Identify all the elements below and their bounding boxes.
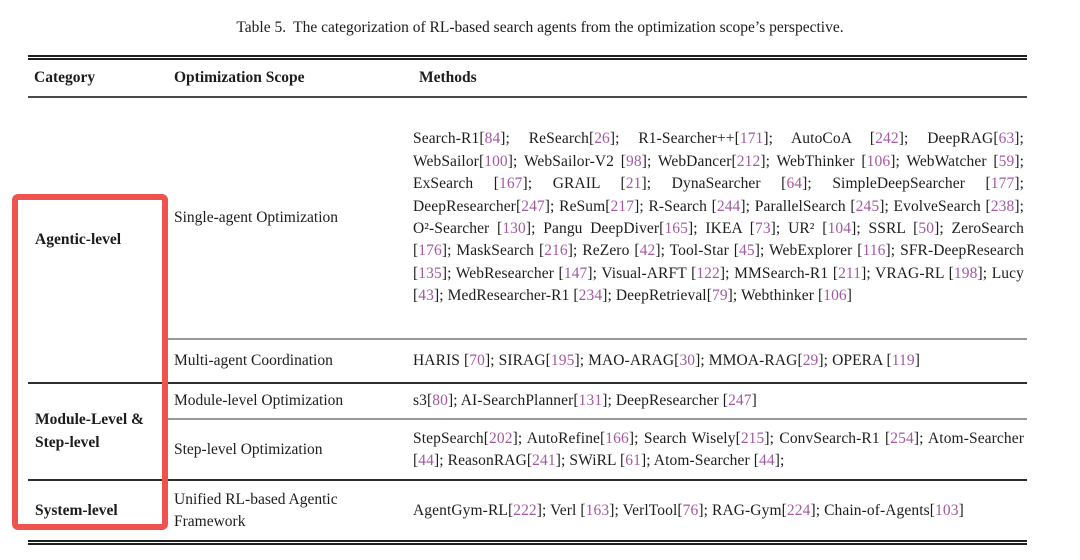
- category-cell-agentic-level: Agentic-level: [35, 230, 122, 248]
- citation-ref[interactable]: 104: [827, 220, 852, 237]
- citation-ref[interactable]: 195: [550, 351, 575, 369]
- citation-ref[interactable]: 29: [802, 351, 819, 369]
- categorization-table-wrapper: Category Optimization Scope Methods Agen…: [28, 55, 1027, 546]
- citation-ref[interactable]: 254: [890, 429, 914, 447]
- citation-ref[interactable]: 211: [838, 264, 862, 282]
- citation-ref[interactable]: 247: [728, 392, 752, 409]
- citation-ref[interactable]: 242: [875, 130, 899, 148]
- citation-ref[interactable]: 106: [823, 287, 847, 305]
- citation-ref[interactable]: 238: [990, 197, 1015, 215]
- citation-ref[interactable]: 103: [935, 501, 959, 519]
- citation-ref[interactable]: 135: [418, 264, 442, 282]
- citation-ref[interactable]: 166: [605, 429, 629, 447]
- citation-ref[interactable]: 147: [563, 264, 588, 282]
- citation-ref[interactable]: 59: [998, 152, 1015, 170]
- citation-ref[interactable]: 100: [484, 152, 508, 170]
- header-methods: Methods: [413, 60, 1027, 98]
- citation-ref[interactable]: 167: [498, 175, 523, 193]
- citation-ref[interactable]: 224: [786, 501, 811, 519]
- citation-ref[interactable]: 119: [891, 351, 915, 369]
- citation-ref[interactable]: 244: [716, 197, 741, 215]
- scope-cell-multi-agent: Multi-agent Coordination: [168, 338, 413, 383]
- citation-ref[interactable]: 44: [418, 451, 434, 469]
- header-category: Category: [28, 60, 168, 98]
- scope-cell-step-level: Step-level Optimization: [168, 418, 413, 481]
- citation-ref[interactable]: 30: [679, 351, 696, 369]
- table-caption: Table 5. The categorization of RL-based s…: [0, 19, 1080, 37]
- table-caption-label: Table 5.: [236, 19, 287, 36]
- citation-ref[interactable]: 64: [786, 175, 803, 193]
- citation-ref[interactable]: 215: [740, 429, 765, 447]
- table-row-module-level: Module-Level & Step-level Module-level O…: [28, 381, 1027, 481]
- table-row-single-agent: Agentic-level Single-agent Optimization …: [28, 97, 1027, 339]
- citation-ref[interactable]: 44: [759, 451, 775, 469]
- citation-ref[interactable]: 45: [739, 242, 755, 260]
- citation-ref[interactable]: 70: [469, 351, 485, 369]
- citation-ref[interactable]: 26: [594, 130, 610, 148]
- citation-ref[interactable]: 177: [990, 175, 1015, 193]
- citation-ref[interactable]: 247: [521, 197, 545, 215]
- table-row-step-level: Step-level Optimization StepSearch[202];…: [28, 418, 1027, 481]
- table-caption-text: The categorization of RL-based search ag…: [293, 19, 844, 36]
- citation-ref[interactable]: 217: [610, 197, 635, 215]
- citation-ref[interactable]: 63: [998, 130, 1015, 148]
- citation-ref[interactable]: 61: [625, 451, 641, 469]
- header-optimization-scope: Optimization Scope: [168, 60, 413, 98]
- citation-ref[interactable]: 176: [418, 242, 442, 260]
- scope-cell-module-level: Module-level Optimization: [168, 381, 413, 420]
- header-row: Category Optimization Scope Methods: [28, 60, 1027, 98]
- category-cell-system-level: System-level: [28, 479, 168, 541]
- citation-ref[interactable]: 163: [585, 501, 610, 519]
- citation-ref[interactable]: 116: [862, 242, 886, 260]
- citation-ref[interactable]: 222: [513, 501, 537, 519]
- citation-ref[interactable]: 122: [696, 264, 720, 282]
- citation-ref[interactable]: 98: [626, 152, 642, 170]
- citation-ref[interactable]: 73: [754, 220, 771, 237]
- citation-ref[interactable]: 202: [489, 429, 513, 447]
- citation-ref[interactable]: 21: [625, 175, 642, 193]
- table-row-system-level: System-level Unified RL-based Agentic Fr…: [28, 479, 1027, 541]
- citation-ref[interactable]: 198: [953, 264, 978, 282]
- methods-cell-module-level: s3[80]; AI-SearchPlanner[131]; DeepResea…: [413, 381, 1027, 420]
- citation-ref[interactable]: 234: [578, 287, 603, 305]
- citation-ref[interactable]: 245: [855, 197, 880, 215]
- citation-ref[interactable]: 131: [578, 392, 603, 409]
- methods-cell-system-level: AgentGym-RL[222]; Verl [163]; VerlTool[7…: [413, 479, 1027, 541]
- citation-ref[interactable]: 216: [544, 242, 568, 260]
- methods-cell-single-agent: Search-R1[84]; ReSearch[26]; R1-Searcher…: [413, 130, 1025, 305]
- citation-ref[interactable]: 241: [532, 451, 556, 469]
- methods-cell-multi-agent: HARIS [70]; SIRAG[195]; MAO-ARAG[30]; MM…: [413, 338, 1027, 383]
- citation-ref[interactable]: 76: [682, 501, 699, 519]
- citation-ref[interactable]: 130: [502, 220, 526, 237]
- methods-cell-step-level: StepSearch[202]; AutoRefine[166]; Search…: [413, 418, 1027, 481]
- citation-ref[interactable]: 79: [711, 287, 728, 305]
- citation-ref[interactable]: 84: [484, 130, 501, 148]
- citation-ref[interactable]: 50: [918, 220, 935, 237]
- category-cell-module-step-level: Module-Level & Step-level: [28, 381, 168, 481]
- categorization-table: Category Optimization Scope Methods Agen…: [28, 60, 1027, 541]
- citation-ref[interactable]: 80: [432, 392, 448, 409]
- citation-ref[interactable]: 171: [739, 130, 764, 148]
- citation-ref[interactable]: 212: [736, 152, 761, 170]
- citation-ref[interactable]: 165: [664, 220, 688, 237]
- citation-ref[interactable]: 43: [418, 287, 434, 305]
- table-row-multi-agent: Multi-agent Coordination HARIS [70]; SIR…: [28, 338, 1027, 383]
- scope-cell-system-level: Unified RL-based Agentic Framework: [168, 479, 413, 541]
- citation-ref[interactable]: 106: [866, 152, 891, 170]
- citation-ref[interactable]: 42: [639, 242, 656, 260]
- scope-cell-single-agent: Single-agent Optimization: [174, 208, 339, 226]
